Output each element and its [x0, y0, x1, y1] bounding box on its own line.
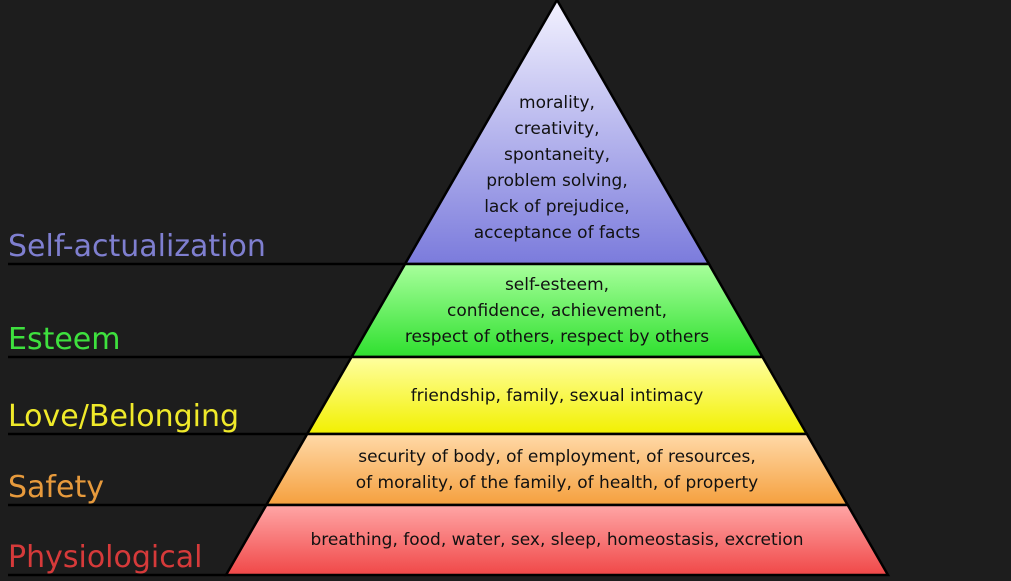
tier-line: lack of prejudice,: [484, 197, 630, 217]
tier-line: spontaneity,: [504, 145, 610, 165]
level-label-love-belonging: Love/Belonging: [8, 399, 240, 434]
tier-line: creativity,: [514, 119, 600, 139]
tier-text-love-belonging: friendship, family, sexual intimacy: [411, 383, 704, 409]
tier-text-safety: security of body, of employment, of reso…: [356, 444, 758, 496]
tier-line: morality,: [519, 93, 595, 113]
tier-line: self-esteem,: [504, 274, 610, 295]
tier-line: friendship, family, sexual intimacy: [410, 385, 704, 406]
tier-line: respect of others, respect by others: [404, 326, 710, 347]
tier-line: confidence, achievement,: [447, 300, 667, 321]
tier-text-esteem: self-esteem, confidence, achievement, re…: [405, 272, 709, 350]
level-label-esteem: Esteem: [8, 322, 121, 357]
tier-line: breathing, food, water, sex, sleep, home…: [310, 530, 804, 550]
tier-line: security of body, of employment, of reso…: [358, 446, 756, 467]
tier-line: problem solving,: [486, 171, 628, 191]
level-label-safety: Safety: [8, 470, 104, 505]
level-label-self-actualization: Self-actualization: [8, 229, 266, 264]
pyramid-tier: [223, 503, 891, 577]
level-label-physiological: Physiological: [8, 540, 203, 575]
tier-text-physiological: breathing, food, water, sex, sleep, home…: [310, 527, 803, 553]
tier-line: of morality, of the family, of health, o…: [355, 472, 759, 493]
tier-line: acceptance of facts: [473, 223, 641, 243]
tier-text-self-actualization: morality, creativity, spontaneity, probl…: [474, 90, 641, 246]
